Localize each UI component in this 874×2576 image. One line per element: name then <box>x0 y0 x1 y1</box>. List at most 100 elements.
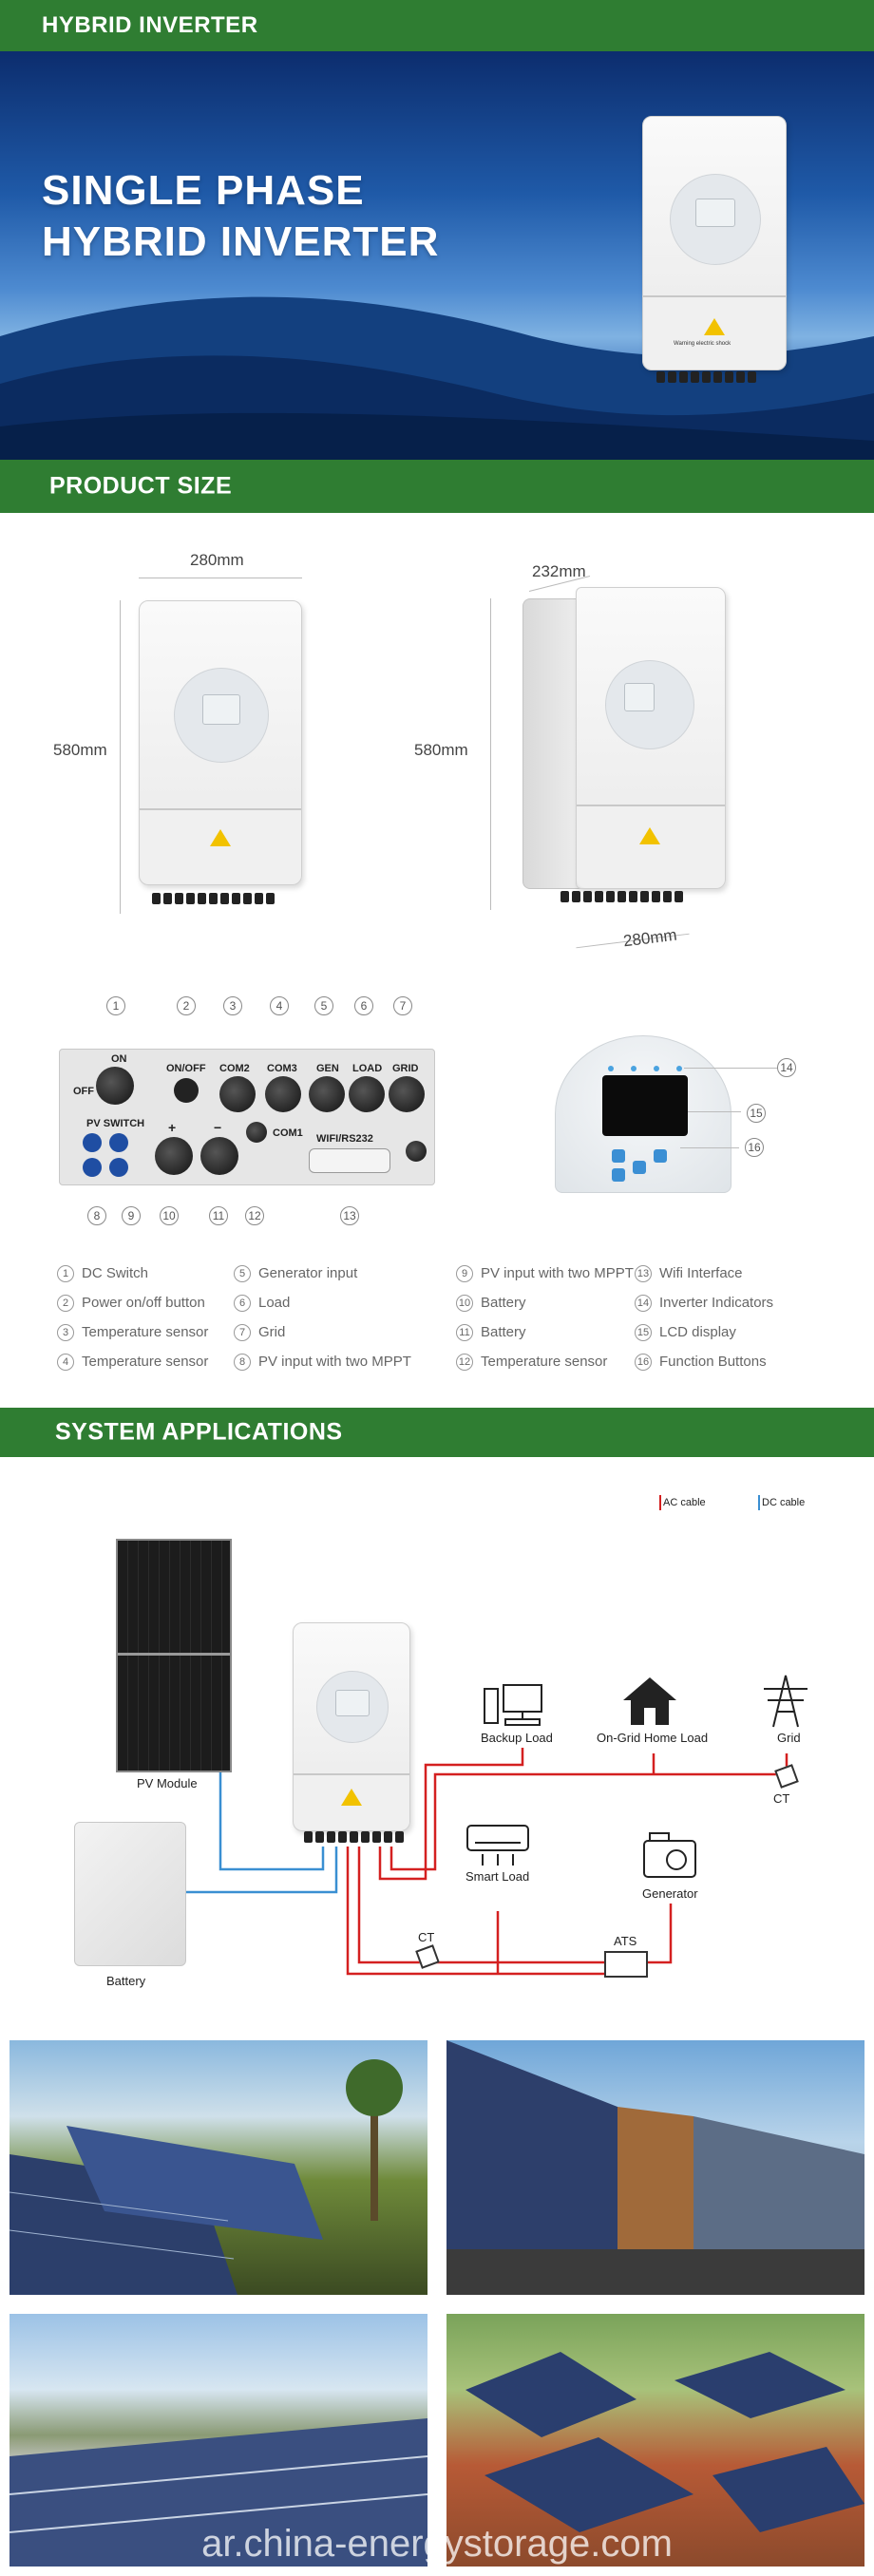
smart-load-icon <box>466 1825 529 1866</box>
ats-box <box>604 1951 648 1978</box>
header-title: HYBRID INVERTER <box>42 12 258 38</box>
com3-port <box>265 1076 301 1112</box>
ats-label: ATS <box>614 1934 637 1948</box>
callout-16: 16 <box>745 1138 764 1157</box>
front-width-label: 280mm <box>190 551 244 569</box>
backup-load-icon <box>484 1684 542 1726</box>
pv-module-image <box>116 1539 232 1772</box>
gen-label: GEN <box>316 1063 339 1074</box>
pv-connector-3 <box>83 1158 102 1177</box>
callout-14: 14 <box>777 1058 796 1077</box>
front-height-label: 580mm <box>53 741 107 759</box>
side-view-inverter <box>576 587 726 889</box>
smart-load-label: Smart Load <box>466 1869 530 1884</box>
dc-switch-on-label: ON <box>111 1053 127 1065</box>
photo-industrial-rooftop <box>10 2314 428 2567</box>
dune-landscape <box>0 296 874 460</box>
watermark: ar.china-energystorage.com <box>201 2523 673 2565</box>
front-wiring-box <box>140 808 301 884</box>
callout-10: 10 <box>160 1206 179 1225</box>
inverter-wiring-box: Warning electric shock <box>643 295 786 369</box>
wifi-port <box>309 1148 390 1173</box>
generator-label: Generator <box>642 1886 698 1901</box>
callout-3: 3 <box>223 996 242 1015</box>
backup-load-label: Backup Load <box>481 1731 553 1745</box>
front-height-line <box>120 600 121 914</box>
ct-bottom-label: CT <box>418 1930 435 1944</box>
front-lcd <box>202 694 240 725</box>
header-bar: HYBRID INVERTER <box>0 0 874 51</box>
side-depth-label: 232mm <box>532 562 586 580</box>
wifi-label: WIFI/RS232 <box>316 1133 373 1145</box>
photo-residential-roofs <box>446 2314 864 2567</box>
side-lcd <box>624 683 655 711</box>
dc-switch-knob <box>96 1067 134 1105</box>
side-height-line <box>490 598 491 910</box>
photo-building-facade <box>446 2040 864 2295</box>
connection-panel: ON OFF ON/OFF COM2 COM3 GEN LOAD GRID PV… <box>59 1049 435 1185</box>
product-size-bar: PRODUCT SIZE <box>0 460 874 513</box>
hero-title-line1: SINGLE PHASE <box>42 167 365 214</box>
callout-8: 8 <box>87 1206 106 1225</box>
inverter-connectors <box>656 371 756 383</box>
dc-switch-off-label: OFF <box>73 1086 94 1097</box>
system-applications-heading: SYSTEM APPLICATIONS <box>55 1418 343 1446</box>
battery-plus-label: + <box>168 1120 177 1135</box>
callout-16-line <box>680 1147 739 1148</box>
battery-minus-label: − <box>214 1120 222 1135</box>
aux-port <box>406 1141 427 1162</box>
side-height-label: 580mm <box>414 741 468 759</box>
callout-9: 9 <box>122 1206 141 1225</box>
pv-switch-label: PV SWITCH <box>86 1118 145 1129</box>
battery-plus-port <box>155 1137 193 1175</box>
system-inverter-connectors <box>304 1831 404 1843</box>
ac-cable-swatch <box>659 1495 661 1510</box>
home-load-label: On-Grid Home Load <box>597 1731 709 1745</box>
generator-icon <box>643 1832 696 1878</box>
pv-connector-4 <box>109 1158 128 1177</box>
com2-label: COM2 <box>219 1063 250 1074</box>
callout-5: 5 <box>314 996 333 1015</box>
front-view-inverter <box>139 600 302 885</box>
callout-6: 6 <box>354 996 373 1015</box>
system-inverter <box>293 1622 410 1831</box>
system-warning-icon <box>341 1789 362 1806</box>
product-size-heading: PRODUCT SIZE <box>49 472 233 500</box>
dc-cable-label: DC cable <box>762 1497 806 1508</box>
callout-12: 12 <box>245 1206 264 1225</box>
callout-13: 13 <box>340 1206 359 1225</box>
front-warning-icon <box>210 829 231 846</box>
load-port <box>349 1076 385 1112</box>
callout-2: 2 <box>177 996 196 1015</box>
callout-15-line <box>688 1111 741 1112</box>
side-wiring-box <box>577 805 725 888</box>
callout-1: 1 <box>106 996 125 1015</box>
hero-inverter-image: Warning electric shock <box>642 116 787 383</box>
ac-cable-label: AC cable <box>663 1497 706 1508</box>
com2-port <box>219 1076 256 1112</box>
onoff-label: ON/OFF <box>166 1063 206 1074</box>
grid-label: Grid <box>777 1731 801 1745</box>
inverter-lcd <box>695 199 735 227</box>
ct-top-label: CT <box>773 1791 790 1806</box>
function-buttons <box>612 1146 678 1184</box>
callout-7: 7 <box>393 996 412 1015</box>
dc-cable-swatch <box>758 1495 760 1510</box>
com3-label: COM3 <box>267 1063 297 1074</box>
pv-connector-1 <box>83 1133 102 1152</box>
system-inverter-box <box>294 1773 409 1830</box>
